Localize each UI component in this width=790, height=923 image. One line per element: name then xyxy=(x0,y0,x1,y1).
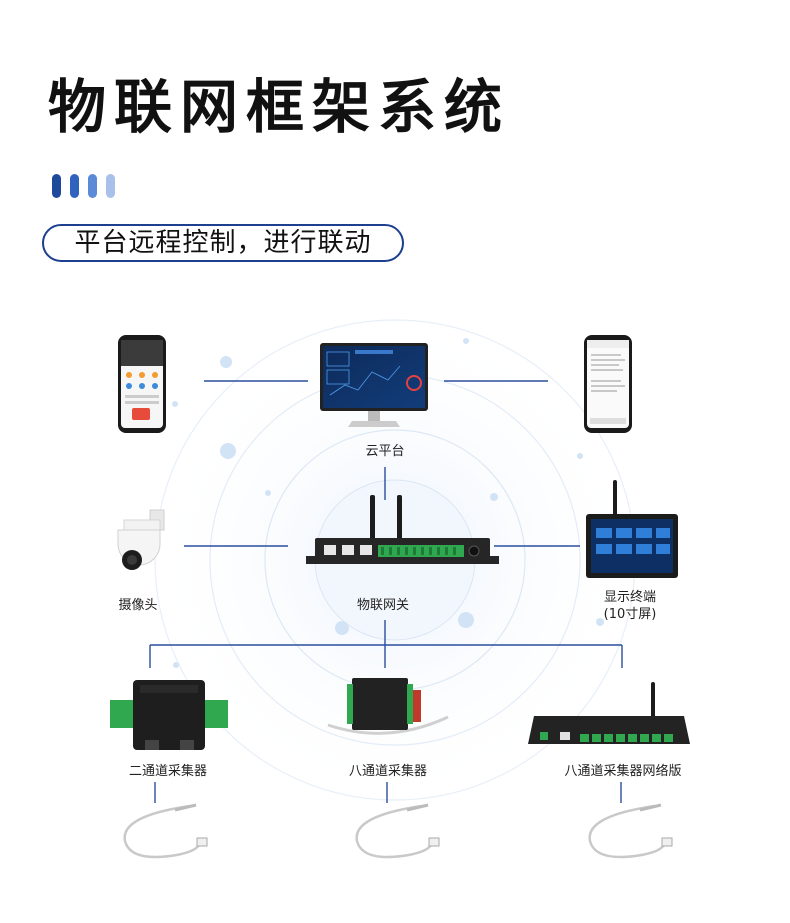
monitor-dashboard-icon xyxy=(320,343,428,427)
label-camera: 摄像头 xyxy=(118,598,158,613)
dot-2 xyxy=(70,174,79,198)
temperature-probe-icon xyxy=(355,803,440,859)
temperature-probe-icon xyxy=(588,803,673,859)
dot-1 xyxy=(52,174,61,198)
label-display-size: (10寸屏) xyxy=(603,607,657,622)
collector-2ch-icon xyxy=(110,680,228,750)
smartphone-app-icon xyxy=(118,335,166,433)
connection-lines xyxy=(149,380,623,803)
label-collector-8ch-network: 八通道采集器网络版 xyxy=(564,764,682,779)
label-collector-2ch: 二通道采集器 xyxy=(128,764,207,779)
decorative-bubbles xyxy=(172,338,604,668)
progress-dots xyxy=(52,174,115,198)
dot-4 xyxy=(106,174,115,198)
display-terminal-icon xyxy=(586,480,678,578)
collector-8ch-icon xyxy=(327,678,449,735)
temperature-probe-icon xyxy=(123,803,208,859)
collector-8ch-network-icon xyxy=(528,682,690,744)
label-gateway: 物联网关 xyxy=(356,598,409,613)
label-cloud-platform: 云平台 xyxy=(365,444,405,459)
page-title: 物联网框架系统 xyxy=(48,73,511,141)
label-display-terminal: 显示终端 xyxy=(603,590,656,605)
dot-3 xyxy=(88,174,97,198)
ptz-camera-icon xyxy=(117,509,165,570)
label-collector-8ch: 八通道采集器 xyxy=(348,764,427,779)
smartphone-sms-icon xyxy=(584,335,632,433)
subtitle-pill: 平台远程控制，进行联动 xyxy=(42,224,404,262)
iot-gateway-icon xyxy=(306,495,499,564)
